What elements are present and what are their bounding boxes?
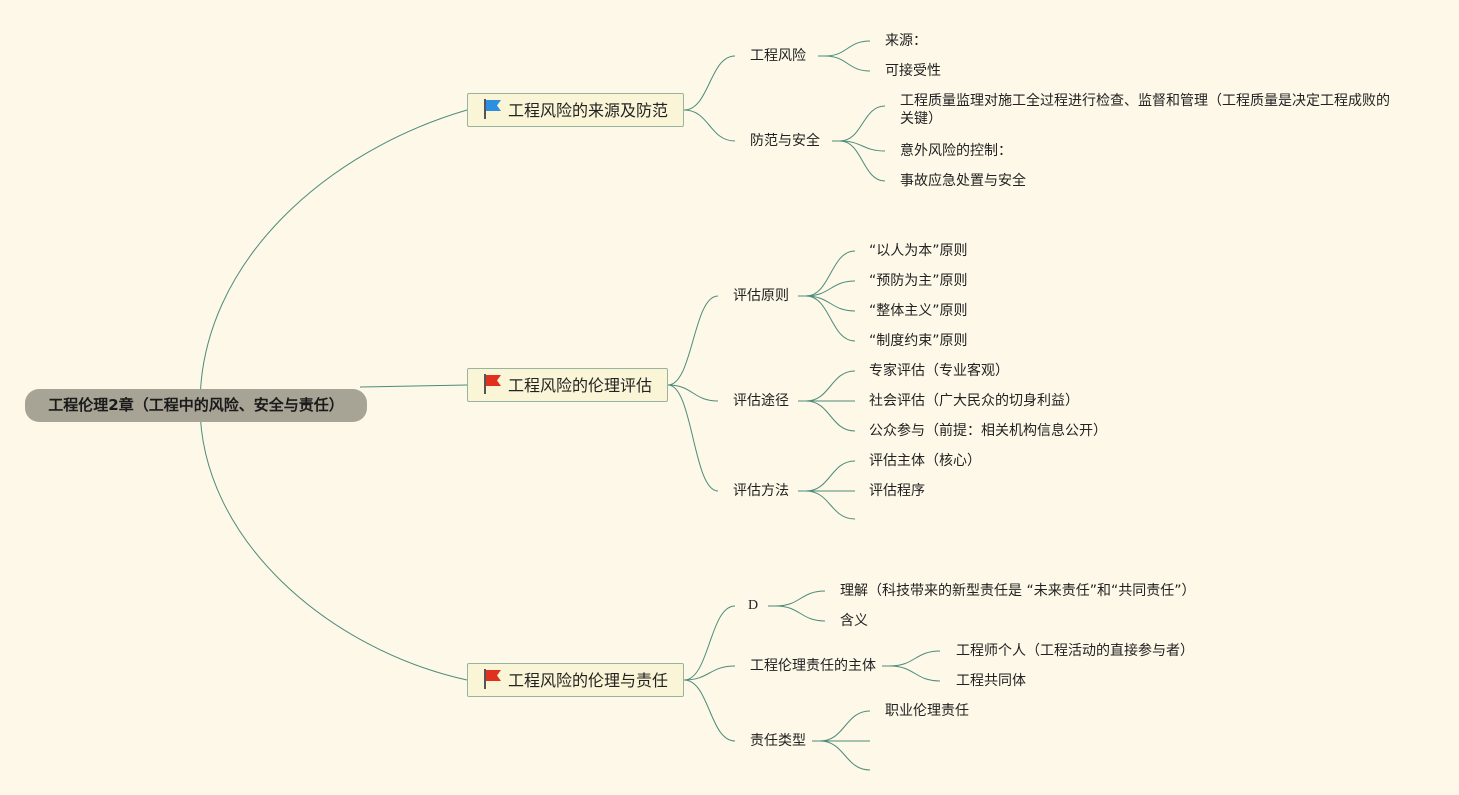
branch-ethics-responsibility[interactable]: 工程风险的伦理与责任: [467, 663, 684, 697]
root-topic[interactable]: 工程伦理2章（工程中的风险、安全与责任）: [25, 389, 367, 422]
leaf-edge: [819, 710, 871, 742]
branch-edge: [683, 55, 736, 111]
flag-icon: [484, 669, 501, 689]
root-edge: [359, 384, 468, 388]
leaf-edge: [824, 40, 871, 57]
branch-label: 工程风险的伦理评估: [508, 376, 653, 395]
leaf-edge: [839, 105, 886, 142]
leaf-public-participation[interactable]: 公众参与（前提：相关机构信息公开）: [869, 423, 1107, 439]
subtopic-assessment-principles[interactable]: 评估原则: [733, 288, 789, 304]
leaf-accident-risk-control[interactable]: 意外风险的控制：: [900, 143, 1012, 159]
leaf-edge: [775, 590, 826, 607]
leaf-edge: [805, 460, 856, 492]
flag-icon: [484, 374, 501, 394]
leaf-quality-supervision[interactable]: 工程质量监理对施工全过程进行检查、监督和管理（工程质量是决定工程成败的关键）: [900, 93, 1390, 127]
branch-label: 工程风险的伦理与责任: [508, 671, 669, 690]
flag-icon: [484, 99, 501, 119]
leaf-edge: [805, 250, 856, 297]
subtopic-prevention-safety[interactable]: 防范与安全: [750, 133, 820, 149]
branch-edge: [667, 295, 719, 386]
branch-edge: [683, 109, 736, 142]
leaf-edge: [805, 370, 856, 402]
leaf-prevention-first[interactable]: “预防为主”原则: [869, 273, 968, 289]
leaf-edge: [805, 490, 856, 520]
leaf-edge: [805, 295, 856, 342]
branch-edge: [667, 384, 719, 492]
leaf-meaning[interactable]: 含义: [840, 613, 868, 629]
leaf-edge: [805, 280, 856, 297]
leaf-assessment-subject[interactable]: 评估主体（核心）: [869, 453, 981, 469]
subtopic-assessment-methods[interactable]: 评估方法: [733, 483, 789, 499]
leaf-edge: [805, 400, 856, 432]
leaf-edge: [839, 140, 886, 152]
leaf-edge: [775, 605, 826, 622]
branch-edge: [683, 665, 736, 681]
leaf-edge: [889, 650, 941, 667]
leaf-engineering-community[interactable]: 工程共同体: [956, 673, 1026, 689]
branch-risk-source-prevention[interactable]: 工程风险的来源及防范: [467, 93, 684, 127]
root-edge: [199, 109, 468, 406]
leaf-expert-assessment[interactable]: 专家评估（专业客观）: [869, 363, 1009, 379]
leaf-holism[interactable]: “整体主义”原则: [869, 303, 968, 319]
leaf-institutional-constraint[interactable]: “制度约束”原则: [869, 333, 968, 349]
subtopic-responsibility-subject[interactable]: 工程伦理责任的主体: [750, 658, 876, 674]
leaf-edge: [889, 665, 941, 682]
subtopic-assessment-approaches[interactable]: 评估途径: [733, 393, 789, 409]
branch-edge: [683, 605, 736, 681]
leaf-source[interactable]: 来源：: [885, 33, 927, 49]
subtopic-d[interactable]: D: [748, 598, 759, 613]
leaf-understanding[interactable]: 理解（科技带来的新型责任是 “未来责任”和“共同责任”）: [840, 583, 1196, 599]
leaf-individual-engineer[interactable]: 工程师个人（工程活动的直接参与者）: [956, 643, 1194, 659]
branch-label: 工程风险的来源及防范: [508, 101, 669, 120]
branch-edge: [683, 679, 736, 742]
leaf-edge: [824, 55, 871, 72]
leaf-edge: [805, 295, 856, 312]
leaf-people-oriented[interactable]: “以人为本”原则: [869, 243, 968, 259]
subtopic-responsibility-types[interactable]: 责任类型: [750, 733, 806, 749]
branch-ethical-assessment[interactable]: 工程风险的伦理评估: [467, 368, 668, 402]
leaf-professional-ethics[interactable]: 职业伦理责任: [885, 703, 969, 719]
leaf-emergency-handling[interactable]: 事故应急处置与安全: [900, 173, 1026, 189]
leaf-edge: [839, 140, 886, 182]
subtopic-engineering-risk[interactable]: 工程风险: [750, 48, 806, 64]
leaf-social-assessment[interactable]: 社会评估（广大民众的切身利益）: [869, 393, 1079, 409]
root-edge: [199, 404, 468, 681]
branch-edge: [667, 384, 719, 402]
leaf-edge: [819, 740, 871, 771]
leaf-acceptability[interactable]: 可接受性: [885, 63, 941, 79]
leaf-assessment-procedure[interactable]: 评估程序: [869, 483, 925, 499]
